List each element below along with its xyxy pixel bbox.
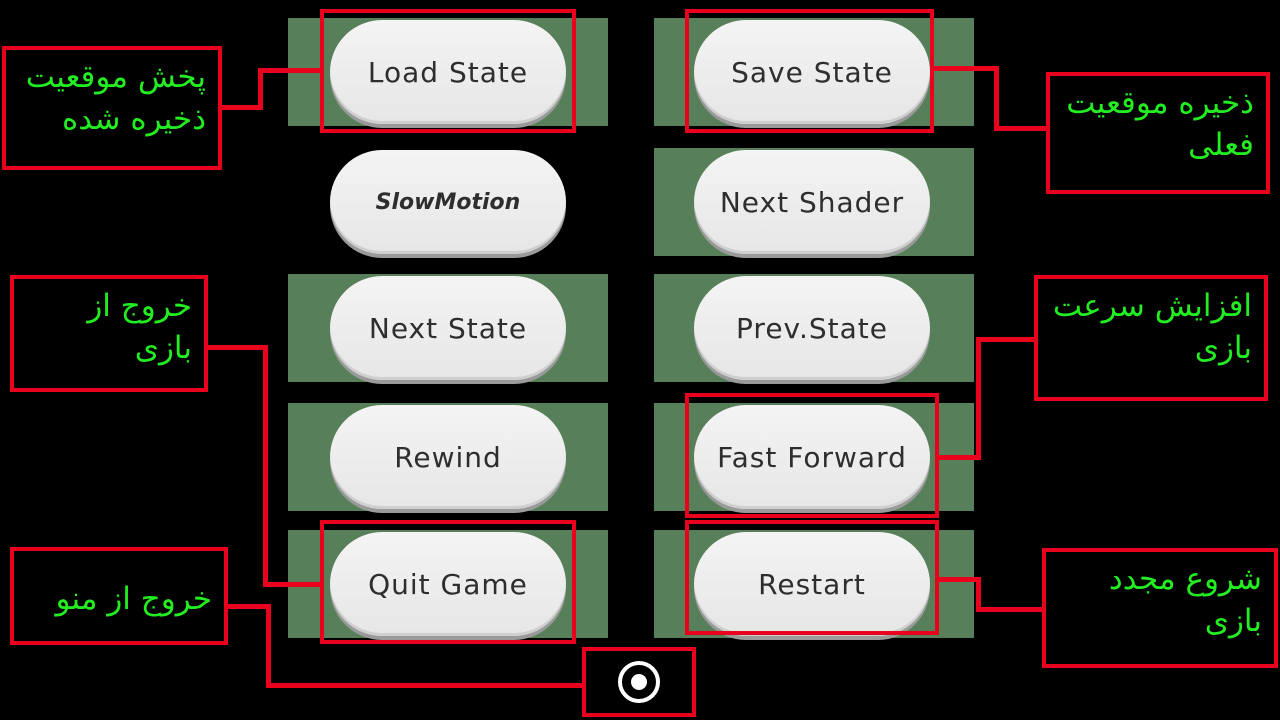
prev-state-button[interactable]: Prev.State [694, 276, 930, 380]
rewind-button[interactable]: Rewind [330, 405, 566, 509]
connector-quit-game [263, 345, 268, 587]
connector-load-state [258, 68, 263, 110]
note-quit-game: خروج از بازی [10, 275, 208, 392]
connector-home [266, 683, 584, 688]
connector-save-state [994, 66, 999, 130]
load-state-button[interactable]: Load State [330, 20, 566, 124]
connector-fast-forward [976, 337, 1038, 342]
note-restart-line2: بازی [1204, 603, 1262, 639]
restart-button[interactable]: Restart [694, 532, 930, 636]
save-state-button[interactable]: Save State [694, 20, 930, 124]
note-save-state: ذخیره موقعیت فعلی [1046, 72, 1270, 194]
connector-restart [976, 577, 981, 612]
connector-load-state [258, 68, 322, 73]
note-fast-forward-line1: افزایش سرعت [1052, 288, 1252, 324]
connector-fast-forward [937, 455, 981, 460]
note-restart: شروع مجدد بازی [1042, 548, 1278, 668]
slow-motion-button[interactable]: SlowMotion [330, 150, 566, 254]
note-fast-forward: افزایش سرعت بازی [1034, 275, 1268, 401]
connector-save-state [994, 126, 1049, 131]
connector-home [225, 604, 271, 609]
note-fast-forward-line2: بازی [1194, 330, 1252, 366]
note-quit-game-line1: خروج از [87, 288, 192, 324]
next-state-button[interactable]: Next State [330, 276, 566, 380]
connector-restart [937, 577, 981, 582]
home-button[interactable] [582, 647, 696, 717]
connector-save-state [932, 66, 998, 71]
note-home: خروج از منو [10, 547, 228, 645]
fast-forward-button[interactable]: Fast Forward [694, 405, 930, 509]
connector-home [266, 604, 271, 688]
connector-fast-forward [976, 337, 981, 460]
note-restart-line1: شروع مجدد [1108, 561, 1262, 597]
quit-game-button[interactable]: Quit Game [330, 532, 566, 636]
note-load-state: پخش موقعیت ذخیره شده [2, 46, 222, 170]
connector-quit-game [263, 582, 323, 587]
note-home-line1: خروج از منو [55, 581, 212, 617]
note-load-state-line1: پخش موقعیت [25, 59, 206, 95]
note-quit-game-line2: بازی [134, 330, 192, 366]
connector-quit-game [206, 345, 268, 350]
connector-restart [976, 607, 1044, 612]
note-load-state-line2: ذخیره شده [61, 101, 206, 137]
circle-home-icon [618, 661, 660, 703]
next-shader-button[interactable]: Next Shader [694, 150, 930, 254]
note-save-state-line1: ذخیره موقعیت [1066, 85, 1254, 121]
connector-load-state [218, 105, 262, 110]
note-save-state-line2: فعلی [1188, 127, 1254, 163]
